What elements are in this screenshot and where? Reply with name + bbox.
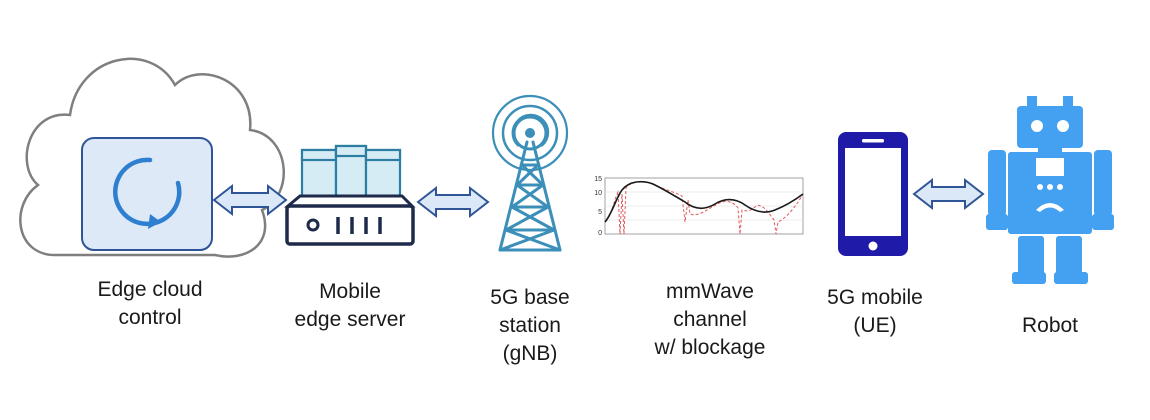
channel-ytick: 5 — [598, 209, 602, 216]
server-label: Mobile edge server — [294, 280, 406, 331]
channel-ytick: 0 — [598, 230, 602, 237]
ue-label: 5G mobile (UE) — [827, 286, 923, 337]
cloud-with-refresh-icon — [19, 57, 285, 258]
double-arrow-cloud-server — [212, 183, 288, 217]
robot-icon — [986, 96, 1114, 284]
gnb-label: 5G base station (gNB) — [490, 286, 570, 365]
channel-ytick: 15 — [594, 176, 602, 183]
channel-plot-icon: 15 10 5 0 — [594, 176, 804, 237]
double-arrow-server-gnb — [416, 185, 490, 219]
channel-blocked-trace — [604, 181, 804, 235]
channel-ytick: 10 — [594, 190, 602, 197]
cloud-label: Edge cloud control — [97, 278, 203, 329]
smartphone-icon — [838, 132, 908, 256]
refresh-arrowhead — [148, 214, 161, 229]
refresh-icon — [113, 157, 182, 227]
antenna-tower-icon — [491, 94, 569, 252]
double-arrow-ue-robot — [912, 177, 985, 211]
server-icon — [283, 144, 416, 246]
cloud-inner-panel — [81, 137, 213, 251]
channel-label: mmWave channel w/ blockage — [654, 280, 766, 359]
robot-label: Robot — [1021, 314, 1079, 337]
channel-signal-trace — [604, 180, 804, 223]
